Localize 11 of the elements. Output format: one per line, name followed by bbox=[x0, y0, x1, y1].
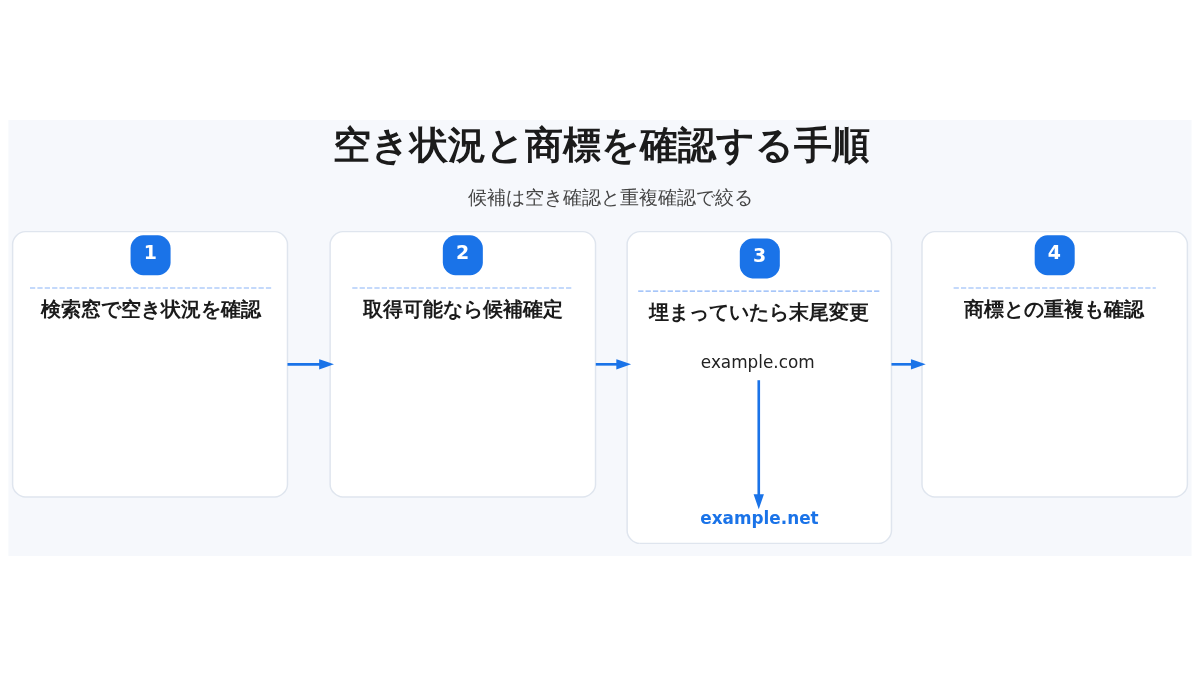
arrow bbox=[287, 358, 334, 369]
arrow bbox=[753, 379, 764, 509]
node-box: 2 取得可能なら候補確定 bbox=[329, 230, 597, 498]
label: 候補は空き確認と重複確認で絞る bbox=[467, 185, 753, 208]
node-text: example.net bbox=[700, 507, 819, 528]
arrow bbox=[595, 358, 632, 369]
node-box: 4 商標との重複も確認 bbox=[921, 230, 1189, 498]
diagram-title: 空き状況と商標を確認する手順 bbox=[332, 122, 870, 167]
arrow bbox=[891, 358, 926, 369]
node-text: example.com bbox=[700, 351, 815, 372]
node-box: 1 検索窓で空き状況を確認 bbox=[11, 230, 289, 498]
